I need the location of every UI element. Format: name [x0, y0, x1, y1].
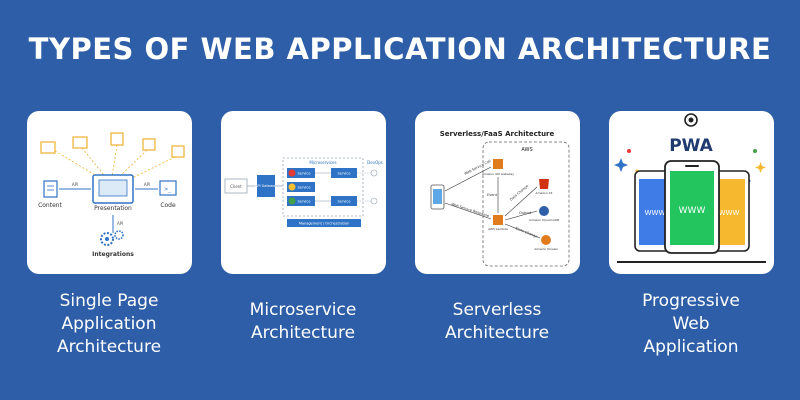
- caption-microservice: Microservice Architecture: [249, 300, 357, 343]
- svg-text:>_: >_: [164, 186, 172, 193]
- microservice-diagram-card: Client API Gateway Microservices Service…: [221, 111, 386, 274]
- service-row-3: Service Service: [287, 196, 357, 206]
- svg-text:Service: Service: [298, 172, 311, 176]
- code-label: Code: [160, 202, 176, 209]
- content-icon: [43, 180, 58, 198]
- serverless-heading: Serverless/FaaS Architecture: [440, 130, 555, 138]
- gateway-icon: [493, 159, 503, 169]
- dynamo-icon: [539, 206, 549, 216]
- svg-text:Service: Service: [338, 172, 351, 176]
- kinesis-label: Amazon Kinesis: [534, 247, 558, 251]
- lambda-icon: [493, 215, 503, 225]
- microservice-diagram: Client API Gateway Microservices Service…: [224, 157, 383, 227]
- gateway-label: Amazon API Gateway: [482, 172, 514, 176]
- api-label-left: API: [72, 182, 78, 187]
- output-label: Output: [519, 211, 532, 215]
- data-change-label: Data Change: [509, 184, 529, 202]
- page-title: TYPES OF WEB APPLICATION ARCHITECTURE: [28, 32, 772, 66]
- group-label: Microservices: [309, 160, 336, 165]
- svg-text:WWW: WWW: [679, 206, 706, 216]
- api-gateway-box: [257, 175, 275, 197]
- s3-label: Amazon S3: [536, 191, 553, 195]
- spa-diagram-card: Presentation Content >_ Code API API API…: [27, 111, 192, 274]
- presentation-label: Presentation: [94, 205, 132, 212]
- aws-boundary: [482, 141, 570, 267]
- svg-text:Service: Service: [298, 186, 311, 190]
- web-service-response-label: Web Service Response: [451, 202, 490, 218]
- state-change-label: State Change: [515, 226, 539, 239]
- kinesis-icon: [541, 235, 551, 245]
- content-label: Content: [38, 202, 63, 209]
- svg-text:Service: Service: [298, 200, 311, 204]
- microservices-group: [282, 157, 364, 217]
- client-label: Client: [230, 184, 242, 189]
- s3-icon: [539, 179, 549, 189]
- serverless-diagram-card: Serverless/FaaS Architecture AWS Amazon …: [415, 111, 580, 274]
- api-label-bottom: API: [117, 221, 123, 226]
- code-icon: [159, 180, 177, 196]
- external-node-icon: [370, 197, 378, 205]
- svg-text:WWW: WWW: [719, 209, 740, 217]
- spa-diagram: Presentation Content >_ Code API API API…: [38, 132, 185, 258]
- top-icons: [40, 132, 185, 158]
- phone-green-icon: WWW: [664, 160, 720, 254]
- lambda-label: AWS Lambda: [488, 227, 508, 231]
- caption-spa: Single Page Application Architecture: [56, 291, 162, 357]
- service-row-2: Service: [287, 182, 315, 192]
- svg-text:Service: Service: [338, 200, 351, 204]
- pwa-illustration: PWA WWW WWW WWW: [614, 113, 766, 263]
- serverless-diagram: Serverless/FaaS Architecture AWS Amazon …: [430, 130, 570, 267]
- caption-serverless: Serverless Architecture: [444, 300, 550, 343]
- camera-icon: [684, 113, 698, 127]
- service-row-1: Service Service: [287, 168, 357, 178]
- integrations-label: Integrations: [92, 251, 134, 258]
- aws-label: AWS: [521, 147, 532, 153]
- gear-icon: [100, 230, 124, 246]
- pwa-illustration-card: PWA WWW WWW WWW: [609, 111, 774, 274]
- gateway-label: API Gateway: [255, 184, 277, 188]
- management-bar: [287, 219, 361, 227]
- event-label: Event: [487, 193, 498, 197]
- management-label: Management / Orchestration: [299, 222, 349, 226]
- external-node-icon: [370, 169, 378, 177]
- svg-text:WWW: WWW: [645, 209, 666, 217]
- pwa-badge: PWA: [669, 136, 713, 156]
- caption-pwa: Progressive Web Application: [642, 291, 740, 357]
- external-label: DevOps: [367, 160, 383, 165]
- api-label-right: API: [144, 182, 150, 187]
- dynamo-label: Amazon DynamoDB: [529, 218, 559, 222]
